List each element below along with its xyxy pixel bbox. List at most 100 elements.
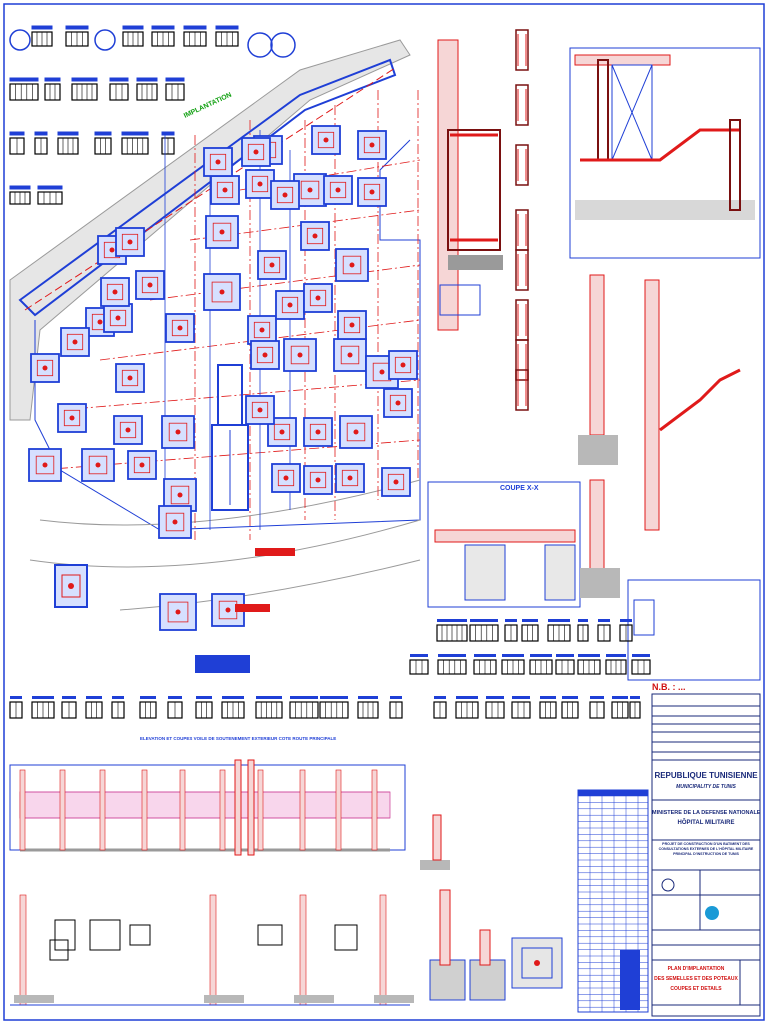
section-row-6 [409, 654, 651, 675]
footing [100, 277, 130, 307]
rebar-section [61, 696, 77, 719]
retaining-wall [18, 58, 397, 317]
footing [57, 403, 87, 433]
footing [241, 137, 271, 167]
footing [158, 505, 192, 539]
rebar-section [485, 696, 505, 719]
rebar-section [44, 77, 61, 101]
rebar-section [111, 696, 125, 719]
rebar-section [319, 696, 349, 719]
rebar-section [561, 696, 579, 719]
rebar-section [619, 619, 633, 642]
footings-layer [28, 125, 418, 631]
footing [311, 125, 341, 155]
footing [203, 147, 233, 177]
rebar-section [34, 131, 48, 155]
footing [115, 363, 145, 393]
rebar-section [65, 25, 89, 47]
footing [159, 593, 197, 631]
rebar-section [539, 696, 557, 719]
elevator-core [211, 424, 249, 511]
sheet-title-line-1: PLAN D'IMPLANTATION [667, 966, 725, 972]
footing [337, 310, 367, 340]
rebar-section [521, 619, 539, 642]
footing [30, 353, 60, 383]
footing [271, 463, 301, 493]
rebar-section [255, 696, 283, 719]
rebar-section [151, 25, 175, 47]
section-row-1 [31, 25, 239, 47]
rebar-section [136, 77, 158, 101]
rebar-section [529, 654, 553, 675]
rebar-section [436, 619, 468, 642]
footing [339, 415, 373, 449]
foundation-plan: IMPLANTATION [9, 39, 421, 673]
rebar-section [504, 619, 518, 642]
rebar-section [629, 696, 641, 719]
footing [283, 338, 317, 372]
rebar-section [437, 654, 467, 675]
elevation-posts [19, 759, 378, 856]
footing [103, 303, 133, 333]
rebar-section [511, 696, 531, 719]
rebar-section [9, 696, 23, 719]
sheet-title-line-3: COUPES ET DETAILS [670, 986, 722, 992]
section-row-4 [9, 185, 63, 205]
country-title: REPUBLIQUE TUNISIENNE [654, 771, 758, 780]
footing [300, 221, 330, 251]
section-row-7 [9, 696, 641, 719]
rebar-section [409, 654, 429, 675]
rebar-section [357, 696, 379, 719]
rebar-section [555, 654, 575, 675]
municipality-title: MUNICIPALITY DE TUNIS [676, 784, 736, 790]
rebar-section [221, 696, 245, 719]
rebar-section [611, 696, 629, 719]
footing [245, 395, 275, 425]
rebar-section [469, 619, 499, 642]
rebar-section [455, 696, 479, 719]
footing-details-bottom [420, 789, 649, 1013]
footing [303, 283, 333, 313]
rebar-section [31, 696, 55, 719]
footing [257, 250, 287, 280]
footing [113, 415, 143, 445]
firm-logo-left [661, 878, 675, 892]
title-block-frame [651, 693, 761, 1017]
footing [335, 463, 365, 493]
rebar-section [195, 696, 213, 719]
rebar-section [85, 696, 103, 719]
footing [335, 248, 369, 282]
rebar-section [9, 131, 25, 155]
column-details-stack [515, 29, 529, 411]
rebar-section [31, 25, 53, 47]
section-row-3 [9, 131, 175, 155]
rebar-section [215, 25, 239, 47]
footing [267, 417, 297, 447]
elevation-title: ELEVATION ET COUPES VOILE DE SOUTENEMENT… [140, 736, 336, 741]
lower-wall-details [14, 894, 414, 1006]
footing [357, 130, 387, 160]
footing [333, 338, 367, 372]
rebar-section [289, 696, 319, 719]
footing [28, 448, 62, 482]
section-details-middle [9, 619, 651, 719]
rebar-section [57, 131, 79, 155]
footing [127, 450, 157, 480]
footing [357, 177, 387, 207]
rebar-section [71, 77, 98, 101]
footing [115, 227, 145, 257]
footing [388, 350, 418, 380]
footing [381, 467, 411, 497]
rebar-section [433, 696, 447, 719]
footing [210, 175, 240, 205]
footing [303, 465, 333, 495]
rebar-section [501, 654, 525, 675]
rebar-section [165, 77, 185, 101]
rebar-section [167, 696, 183, 719]
rebar-section [605, 654, 627, 675]
isolated-footing [54, 564, 88, 608]
rebar-section [121, 131, 149, 155]
section-row-5 [436, 619, 633, 642]
footing [203, 273, 241, 311]
